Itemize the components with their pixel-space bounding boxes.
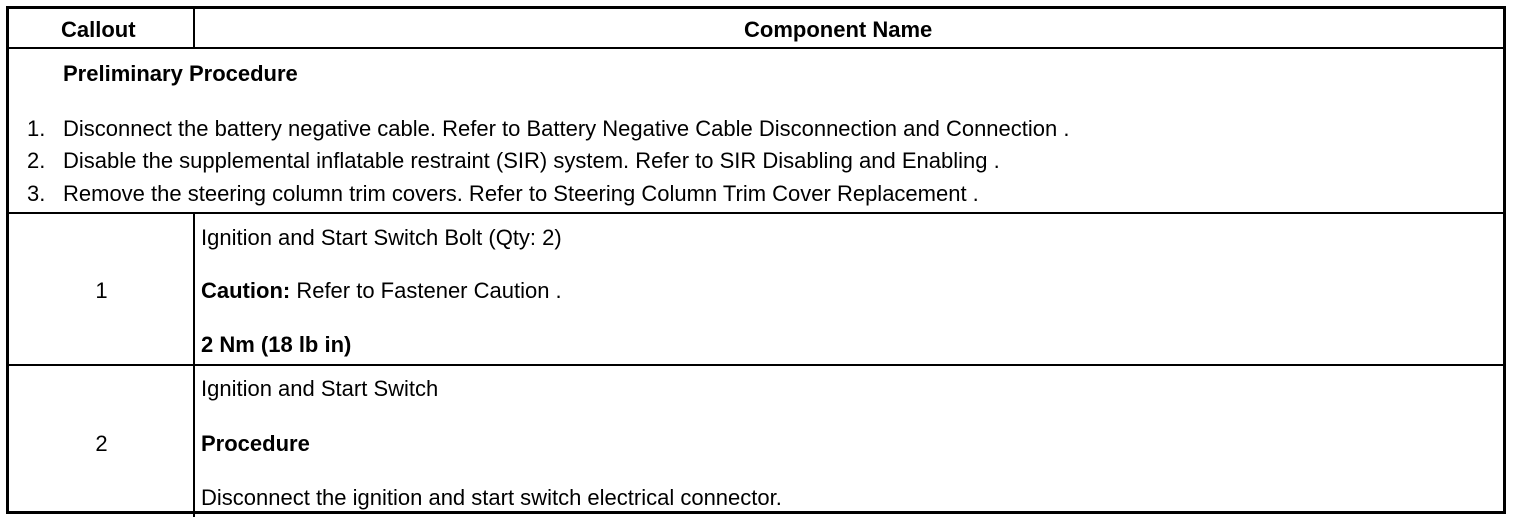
step-text-3: Remove the steering column trim covers. … <box>63 181 979 206</box>
component-table: Callout Component Name Preliminary Proce… <box>6 6 1506 517</box>
preliminary-title: Preliminary Procedure <box>63 61 298 86</box>
preliminary-divider <box>9 212 1503 214</box>
procedure-label: Procedure <box>201 431 310 456</box>
header-divider <box>9 47 1503 49</box>
callout-2: 2 <box>95 431 108 456</box>
column-divider-row-2 <box>193 365 195 517</box>
step-text-1: Disconnect the battery negative cable. R… <box>63 116 1070 141</box>
header-callout: Callout <box>61 17 136 42</box>
caution-text: Refer to Fastener Caution . <box>290 278 562 303</box>
step-text-2: Disable the supplemental inflatable rest… <box>63 148 1000 173</box>
callout-1: 1 <box>95 278 108 303</box>
torque-spec: 2 Nm (18 lb in) <box>201 332 352 357</box>
procedure-text: Disconnect the ignition and start switch… <box>201 485 782 510</box>
component-name-1: Ignition and Start Switch Bolt (Qty: 2) <box>201 225 562 250</box>
caution-label: Caution: <box>201 278 291 303</box>
caution-line: Caution: Refer to Fastener Caution . <box>201 278 562 304</box>
column-divider-header <box>193 9 195 49</box>
component-name-2: Ignition and Start Switch <box>201 376 439 401</box>
column-divider-row-1 <box>193 213 195 365</box>
step-number-1: 1. <box>27 116 46 141</box>
step-number-3: 3. <box>27 181 46 206</box>
header-component-name: Component Name <box>744 17 933 42</box>
step-number-2: 2. <box>27 148 46 173</box>
row-1-divider <box>9 364 1503 366</box>
